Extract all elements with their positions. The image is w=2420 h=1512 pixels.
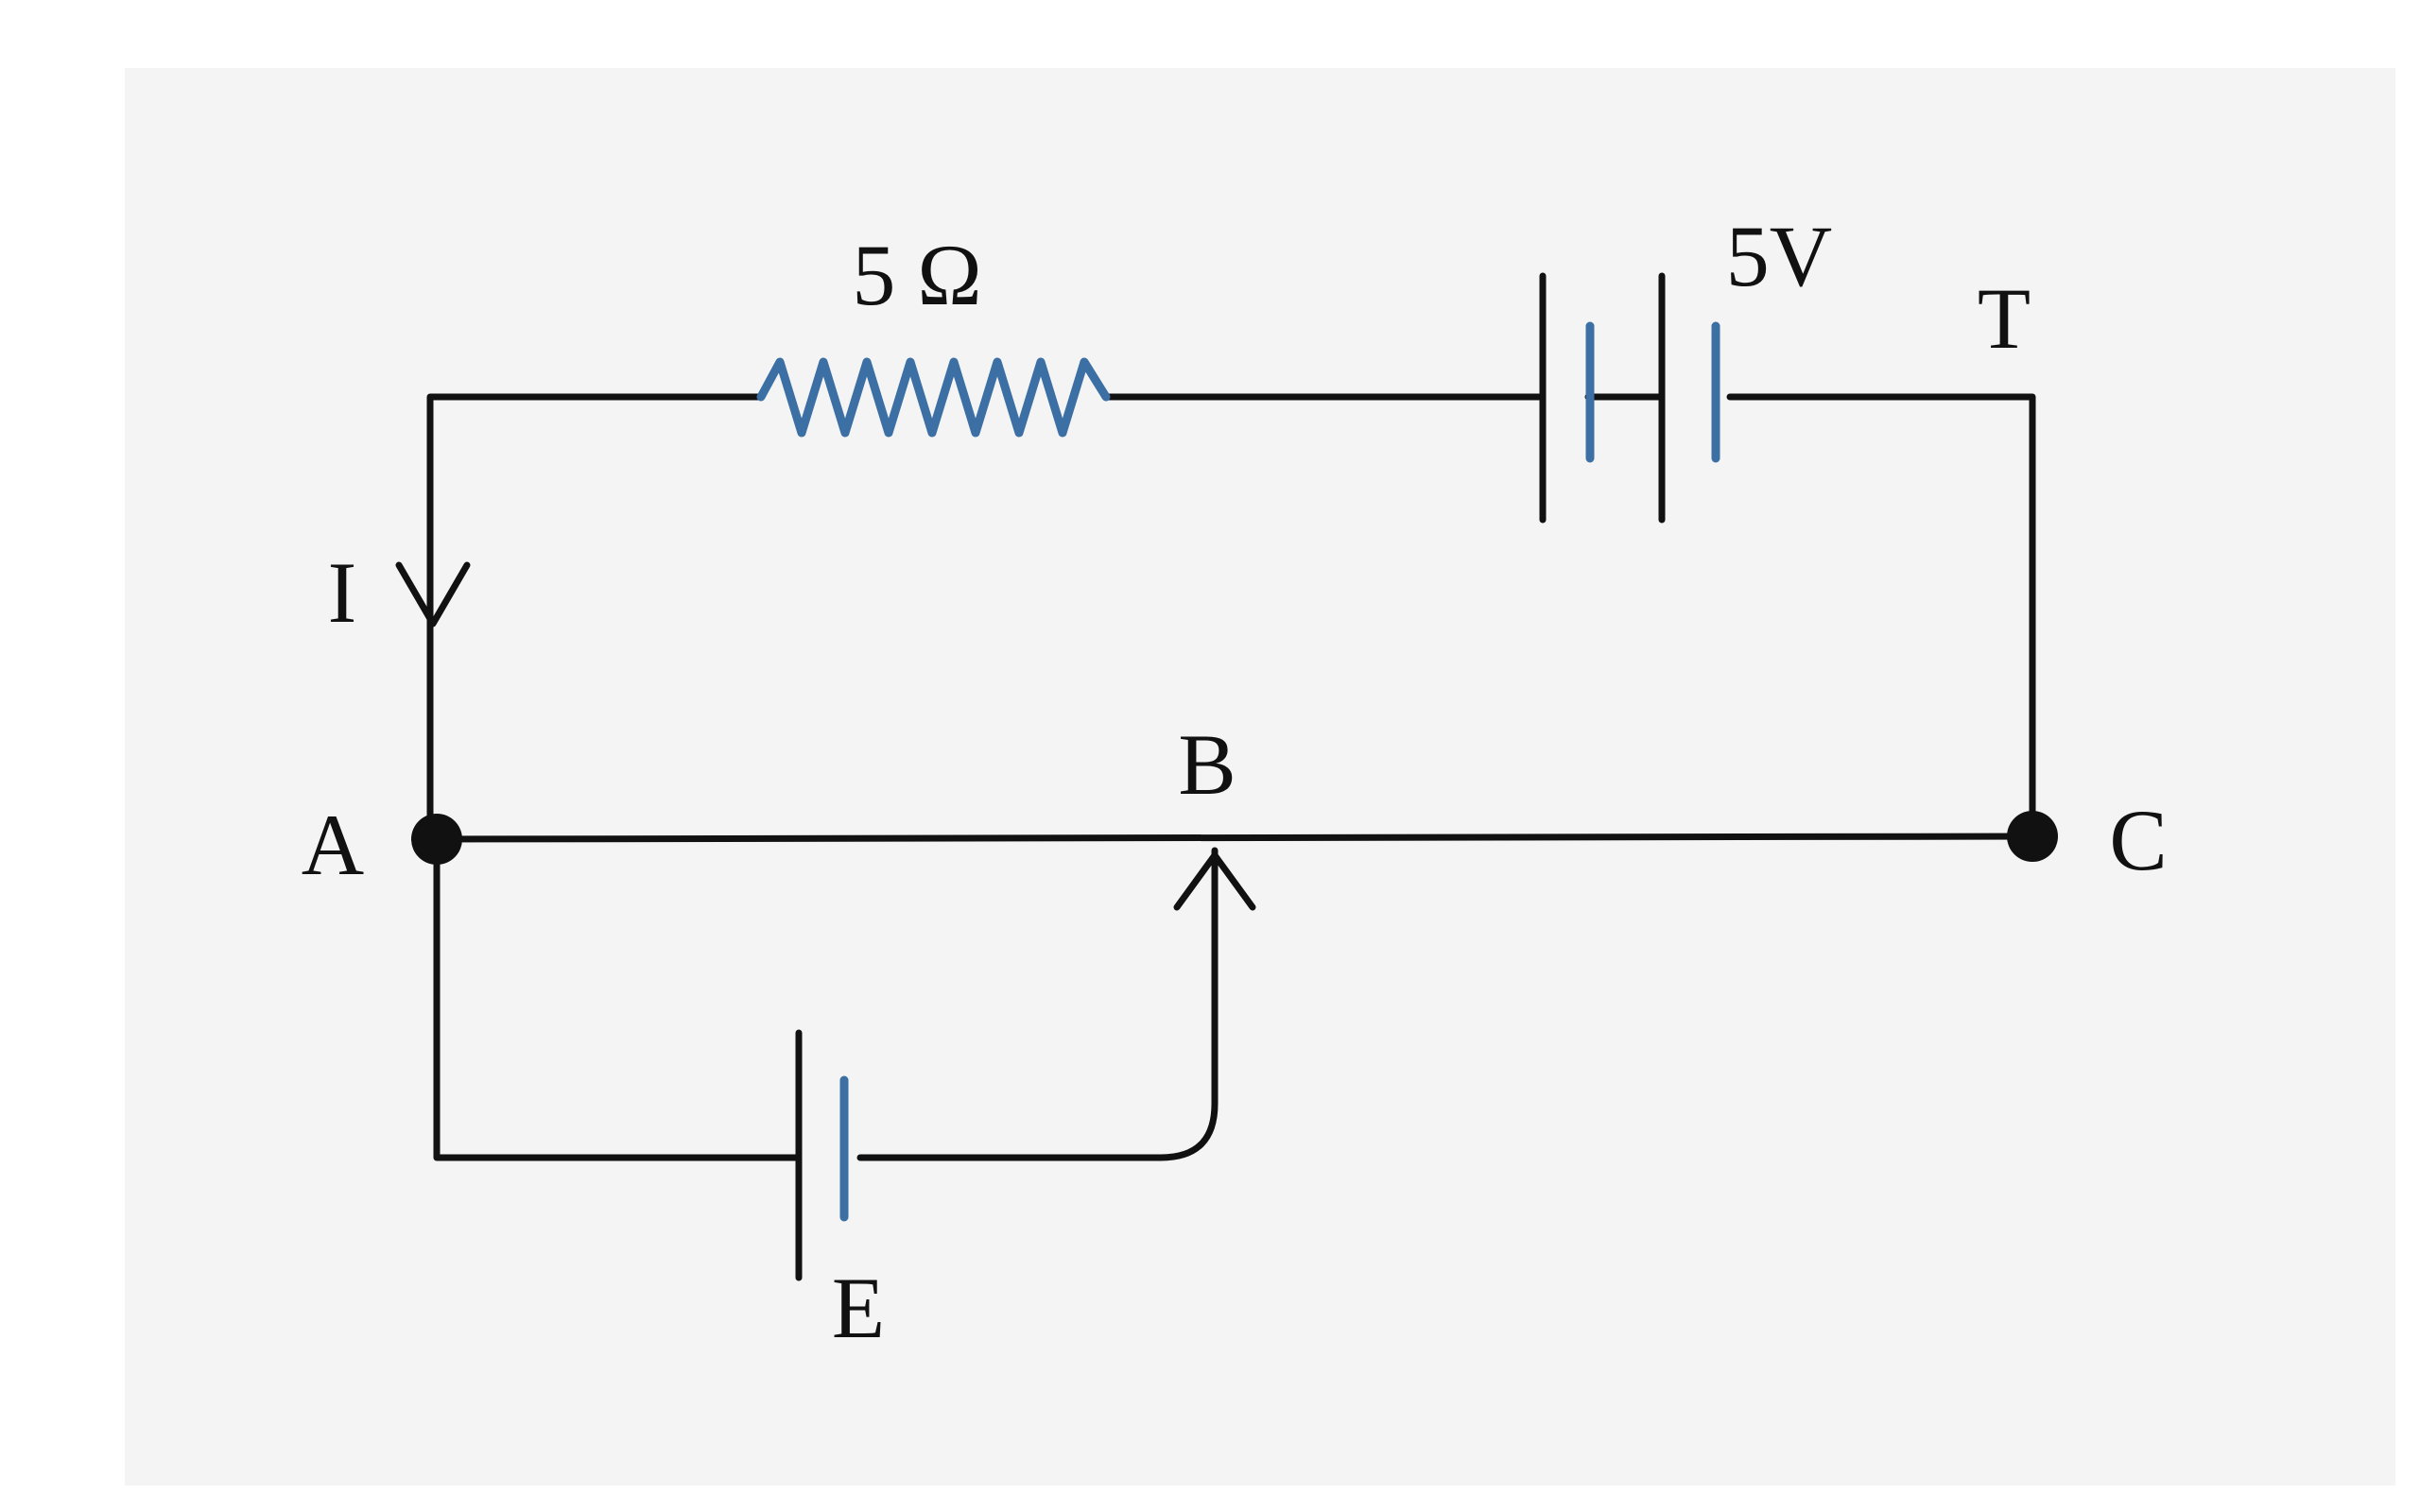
battery-label: 5V (1726, 208, 1832, 304)
node-c-dot (2007, 811, 2058, 862)
terminal-t-label: T (1978, 270, 2031, 367)
resistor (756, 357, 1111, 438)
wire-bottom-right (856, 847, 1219, 1161)
current-arrow (395, 561, 471, 627)
jockey-arrow (1173, 851, 1256, 911)
resistor-label: 5 Ω (852, 227, 981, 323)
wire-ac (433, 833, 2036, 843)
paper-background (125, 68, 2395, 1486)
wire-top-left (426, 393, 765, 864)
node-b-label: B (1178, 716, 1236, 813)
cell-label: E (832, 1260, 885, 1356)
wire-bottom-left (433, 835, 803, 1161)
wire-top-right (1726, 393, 2036, 845)
node-c-label: C (2109, 792, 2167, 888)
node-a-label: A (302, 797, 364, 893)
node-a-dot (411, 814, 462, 865)
current-label: I (328, 544, 357, 641)
